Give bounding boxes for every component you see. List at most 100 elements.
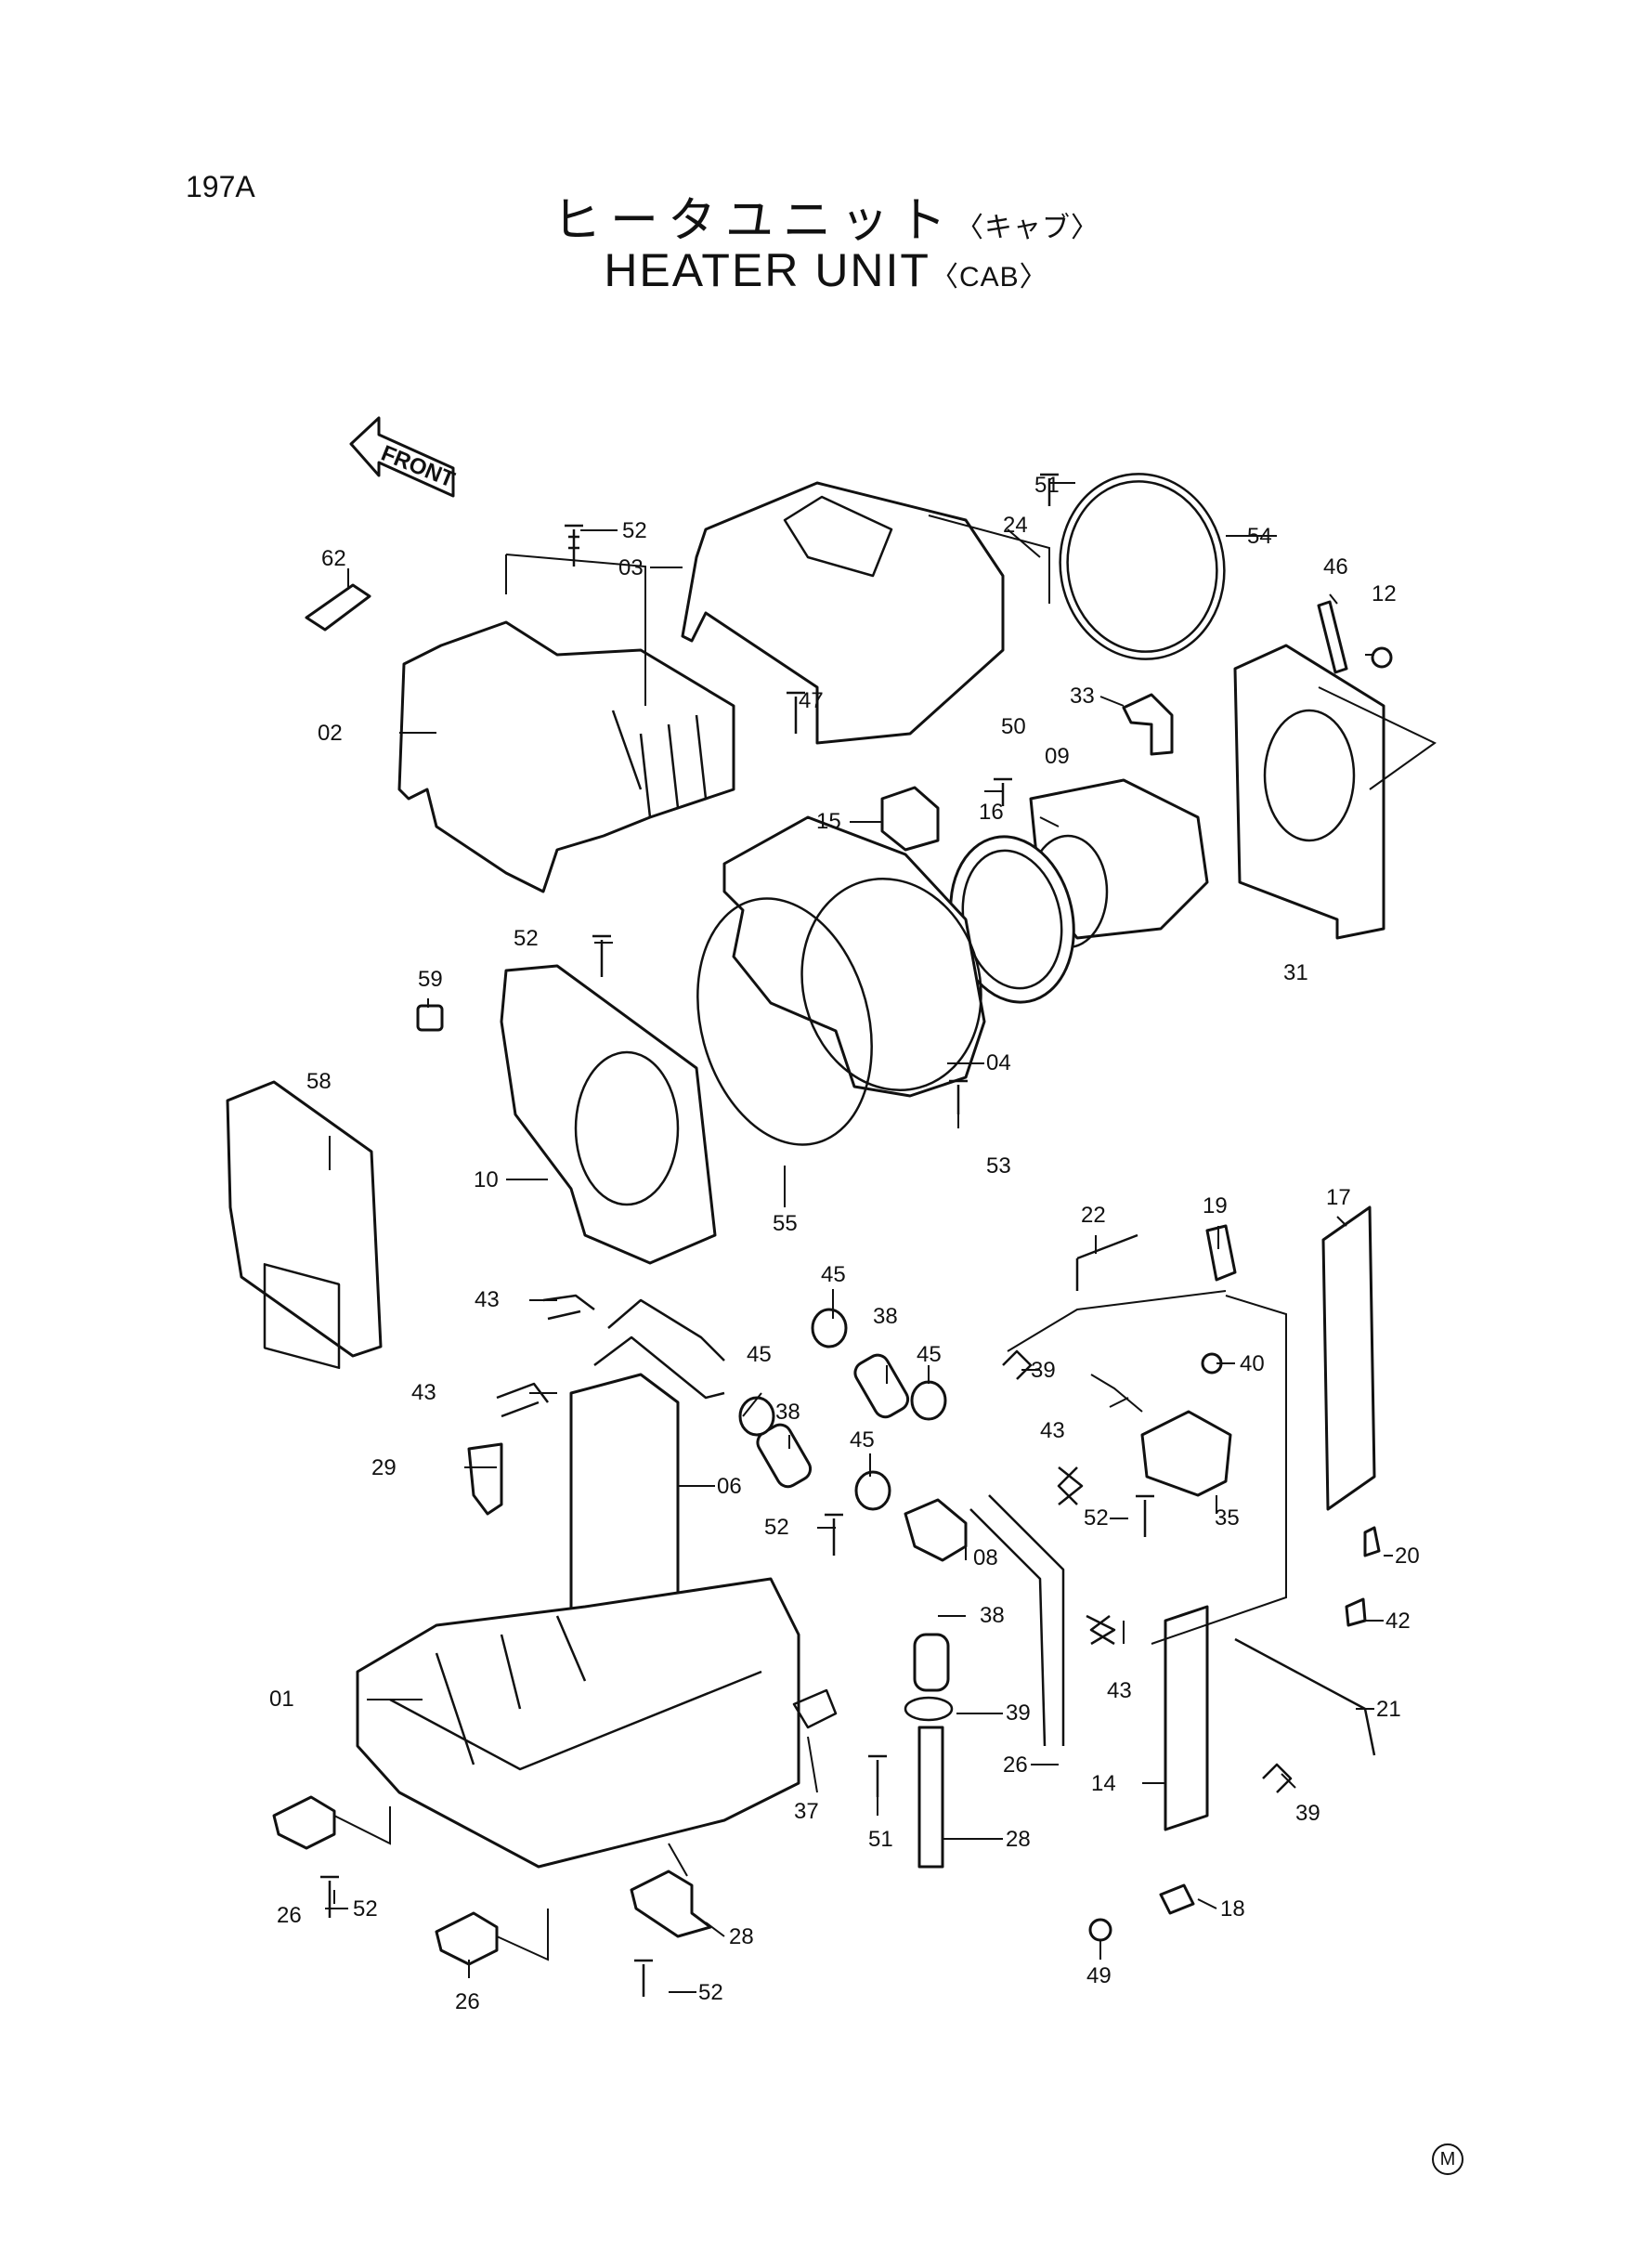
- page-code: 197A: [186, 170, 255, 203]
- callout-42: 37: [794, 1799, 819, 1824]
- part-33-elbow: [1122, 693, 1174, 756]
- callout-36-b: 38: [775, 1400, 800, 1425]
- title-jp-text: ヒータユニット: [552, 194, 956, 248]
- callout-01: 01: [269, 1687, 294, 1712]
- part-45-clamp-b: [738, 1396, 775, 1437]
- part-10-opening: [574, 1050, 680, 1206]
- part-36-hose-a: [853, 1353, 910, 1419]
- part-22-hose: [969, 1494, 1065, 1747]
- callout-03: 03: [618, 555, 644, 580]
- part-43-clamp-a: [542, 1294, 595, 1321]
- callout-38: 40: [1240, 1351, 1265, 1376]
- part-58-window: [263, 1263, 341, 1370]
- registered-mark: M: [1432, 2143, 1463, 2175]
- part-35-actuator: [1140, 1410, 1232, 1497]
- callout-50: 50: [1001, 714, 1026, 739]
- screw-50: [994, 777, 1012, 806]
- part-46-strip: [1317, 600, 1348, 674]
- callout-33: 33: [1070, 684, 1095, 709]
- callout-52: 52: [622, 518, 647, 543]
- callout-leaders: [325, 482, 1393, 1993]
- callout-52-bracket: 52: [353, 1896, 378, 1922]
- callout-45-d: 45: [850, 1427, 875, 1453]
- title-english: HEATER UNIT〈CAB〉: [0, 243, 1652, 297]
- part-11-resistor: [880, 786, 940, 852]
- part-03-duct: [681, 481, 1005, 745]
- callout-29: 29: [371, 1455, 397, 1480]
- part-55-ring-inner: [1066, 480, 1218, 653]
- part-20-rod: [1075, 1233, 1138, 1291]
- screw-52-bracket: [320, 1875, 339, 1918]
- part-03-outlet: [783, 495, 893, 578]
- linkage-outline: [1007, 1290, 1287, 1645]
- part-21-hose: [917, 1726, 944, 1869]
- part-37-clamp: [904, 1696, 954, 1722]
- callout-43-b: 43: [411, 1380, 436, 1405]
- callout-37: 39: [1006, 1700, 1031, 1726]
- part-01-housing: [356, 1577, 800, 1869]
- callout-59: 59: [418, 967, 443, 992]
- part-18-clip: [1363, 1526, 1381, 1557]
- callout-46: 46: [1323, 554, 1348, 580]
- callout-26-a: 26: [277, 1903, 302, 1928]
- title-japanese: ヒータユニット〈キャブ〉: [0, 181, 1652, 251]
- part-55-ring-outer: [1059, 473, 1226, 660]
- bracket-leaders: [333, 1806, 688, 1961]
- front-arrow: FRONT: [349, 416, 459, 498]
- callout-04: 04: [986, 1050, 1011, 1075]
- part-14-panel: [1164, 1605, 1209, 1831]
- callout-36-a: 38: [873, 1304, 898, 1329]
- part-04-scroll: [800, 877, 982, 1092]
- front-arrow-label: FRONT: [378, 441, 459, 493]
- screw-52-top: [565, 524, 583, 567]
- callout-45-b: 45: [747, 1342, 772, 1367]
- part-13-bolt: [1371, 646, 1393, 669]
- callout-43-d: 43: [1107, 1678, 1132, 1703]
- screw-52-actuator: [1136, 1494, 1154, 1537]
- part-54-gasket: [696, 897, 873, 1146]
- part-02-ribs: [611, 710, 708, 818]
- callout-09: 09: [1045, 744, 1070, 769]
- callout-10: 10: [474, 1167, 499, 1192]
- callout-21: 28: [1006, 1827, 1031, 1852]
- part-08-valve: [904, 1498, 968, 1562]
- part-58-cover: [226, 1080, 383, 1358]
- callout-55: 54: [1247, 524, 1272, 549]
- callout-52-bottom: 52: [698, 1980, 723, 2005]
- callout-36-c: 38: [980, 1603, 1005, 1628]
- callout-31: 31: [1283, 960, 1308, 985]
- part-26-bracket-b: [435, 1911, 499, 1966]
- callout-18: 20: [1395, 1544, 1420, 1569]
- callout-14: 14: [1091, 1771, 1116, 1796]
- callout-52-actuator: 52: [1084, 1505, 1109, 1531]
- callout-11: 15: [816, 809, 841, 834]
- part-02-cover: [397, 620, 735, 893]
- callout-08: 08: [973, 1545, 998, 1570]
- part-45-clamp-d: [854, 1470, 891, 1511]
- part-31-plate: [1233, 644, 1385, 940]
- callout-12: 16: [979, 800, 1004, 825]
- part-26-bracket-a: [272, 1795, 336, 1850]
- callout-49: 49: [1086, 1963, 1112, 1988]
- callout-13: 12: [1372, 581, 1397, 606]
- part-43-clamp-c: [1057, 1466, 1084, 1505]
- part-45-clamp-c: [910, 1380, 947, 1421]
- part-49-bolt: [1088, 1918, 1112, 1942]
- callout-labels: 52 03 62 02 51 24 54 46 12 33 47 50 09 1…: [269, 473, 1420, 2014]
- callout-47: 47: [799, 688, 824, 713]
- front-arrow-shape: [349, 416, 455, 498]
- part-35-wire: [1090, 1374, 1143, 1413]
- callout-43-a: 43: [475, 1287, 500, 1312]
- callout-51: 51: [1034, 473, 1060, 498]
- part-06-pipes: [593, 1298, 725, 1400]
- callout-40: 42: [1385, 1609, 1411, 1634]
- title-jp-qualifier: 〈キャブ〉: [956, 213, 1099, 243]
- callout-26-b: 26: [455, 1989, 480, 2014]
- part-39-clip-a: [1002, 1349, 1033, 1380]
- screw-53: [949, 1079, 968, 1114]
- callout-19: 21: [1376, 1697, 1401, 1722]
- callout-39-a: 39: [1031, 1358, 1056, 1383]
- callout-15: 17: [1326, 1185, 1351, 1210]
- part-39-clip-b: [1262, 1763, 1293, 1793]
